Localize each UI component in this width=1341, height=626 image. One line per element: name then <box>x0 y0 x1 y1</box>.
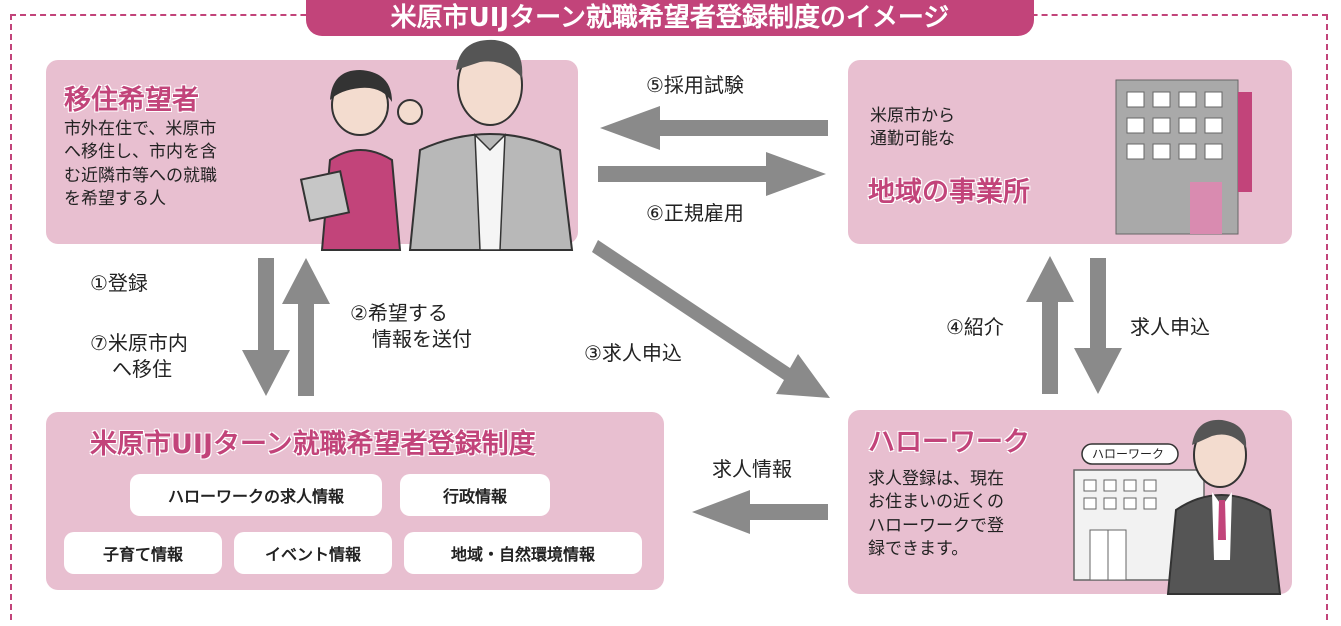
pill-hellowork-jobs: ハローワークの求人情報 <box>130 474 382 516</box>
label-regular-employment: ⑥正規雇用 <box>646 201 744 225</box>
label-job-application: ③求人申込 <box>584 341 682 365</box>
hellowork-title: ハローワーク <box>868 427 1030 458</box>
page-title: 米原市UIJターン就職希望者登録制度のイメージ <box>306 0 1034 36</box>
label-job-application-hw: 求人申込 <box>1130 315 1210 339</box>
employer-box <box>848 60 1292 244</box>
migrant-title: 移住希望者 <box>64 85 199 116</box>
label-recruitment-exam: ⑤採用試験 <box>646 73 744 97</box>
migrant-description: 市外在住で、米原市 へ移住し、市内を含 む近隣市等への就職 を希望する人 <box>64 119 217 210</box>
employer-title: 地域の事業所 <box>868 177 1030 208</box>
label-job-info: 求人情報 <box>712 457 792 481</box>
label-relocate: ⑦米原市内 へ移住 <box>90 331 188 381</box>
pill-region-nature-info: 地域・自然環境情報 <box>404 532 642 574</box>
employer-description: 米原市から 通勤可能な <box>870 106 955 150</box>
label-referral: ④紹介 <box>946 315 1004 339</box>
hellowork-sign: ハローワーク <box>1092 447 1165 461</box>
system-title: 米原市UIJターン就職希望者登録制度 <box>90 429 536 460</box>
pill-childcare-info: 子育て情報 <box>64 532 222 574</box>
label-send-info: ②希望する 情報を送付 <box>350 301 472 351</box>
pill-event-info: イベント情報 <box>234 532 392 574</box>
pill-admin-info: 行政情報 <box>400 474 550 516</box>
hellowork-description: 求人登録は、現在 お住まいの近くの ハローワークで登 録できます。 <box>868 469 1004 560</box>
label-register: ①登録 <box>90 271 148 295</box>
